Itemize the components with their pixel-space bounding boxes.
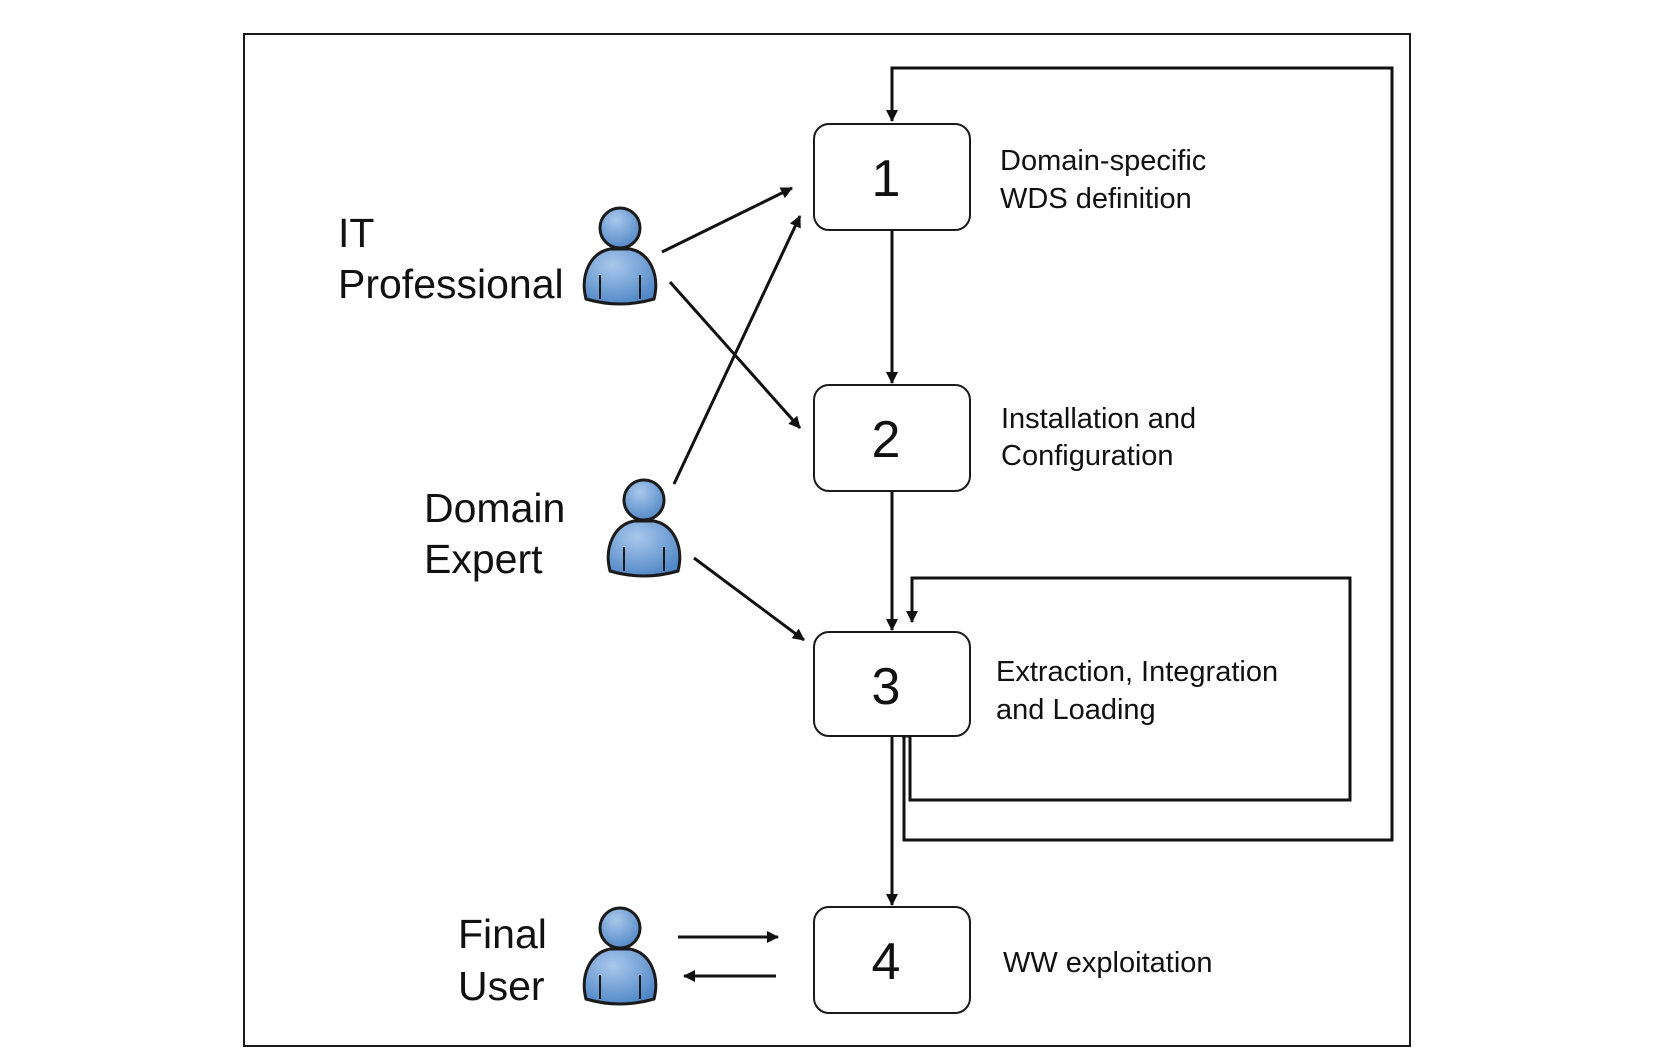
step-node: 2 Installation and Configuration — [813, 384, 1204, 492]
step-number: 1 — [872, 150, 901, 208]
person-icon — [582, 206, 658, 306]
step-number: 4 — [872, 933, 901, 991]
step-node: 1 Domain-specific WDS definition — [813, 123, 1214, 231]
step-label: WW exploitation — [1003, 947, 1213, 979]
step-label: Domain-specific WDS definition — [1000, 145, 1214, 215]
step-label-line: Extraction, Integration — [996, 656, 1278, 688]
actor-label-line: User — [458, 963, 545, 1009]
actor-label: IT Professional — [338, 210, 564, 307]
actor-label-line: Domain — [424, 485, 565, 531]
step-label-line: WDS definition — [1000, 183, 1192, 215]
actor-label-line: Professional — [338, 261, 564, 307]
edge-it-professional-to-step-1 — [661, 186, 793, 254]
step-number: 2 — [872, 411, 901, 469]
person-icon-head — [622, 478, 666, 522]
actor-label-line: Expert — [424, 536, 543, 582]
step-node: 4 WW exploitation — [813, 906, 1213, 1014]
step-label: Installation and Configuration — [1001, 403, 1204, 472]
person-icon-body — [606, 519, 682, 578]
actor-it-professional: IT Professional — [338, 206, 658, 307]
person-icon-head — [598, 906, 642, 950]
person-icon — [582, 906, 658, 1006]
step-box — [813, 384, 971, 492]
step-label-line: and Loading — [996, 694, 1156, 726]
step-box — [813, 906, 971, 1014]
actor-label: Domain Expert — [424, 485, 577, 582]
actor-final-user: Final User — [458, 906, 658, 1009]
step-number: 3 — [872, 658, 901, 716]
step-label-line: WW exploitation — [1003, 947, 1213, 979]
actor-label-line: Final — [458, 911, 547, 957]
step-label: Extraction, Integration and Loading — [996, 656, 1286, 726]
step-label-line: Configuration — [1001, 440, 1174, 472]
actor-label: Final User — [458, 911, 558, 1009]
step-label-line: Installation and — [1001, 403, 1196, 435]
person-icon-body — [582, 247, 658, 306]
step-box — [813, 631, 971, 737]
step-box — [813, 123, 971, 231]
step-node: 3 Extraction, Integration and Loading — [813, 631, 1286, 737]
edge-domain-expert-to-step-3 — [693, 556, 805, 642]
actor-label-line: IT — [338, 210, 374, 256]
person-icon-head — [598, 206, 642, 250]
person-icon — [606, 478, 682, 578]
person-icon-body — [582, 947, 658, 1006]
actor-domain-expert: Domain Expert — [424, 478, 682, 582]
edge-domain-expert-to-step-1 — [672, 215, 802, 485]
step-label-line: Domain-specific — [1000, 145, 1206, 177]
